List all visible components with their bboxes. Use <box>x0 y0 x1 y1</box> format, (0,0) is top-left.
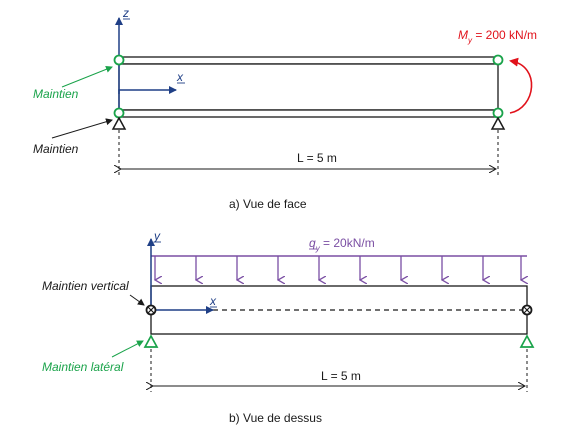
front-caption: a) Vue de face <box>229 197 307 211</box>
top-label-maintien-lateral: Maintien latéral <box>42 360 124 374</box>
front-restraint-top-right <box>492 54 504 66</box>
top-x-label: x <box>209 294 217 308</box>
top-vertical-restraint-right <box>521 304 533 316</box>
front-support-right <box>490 116 506 130</box>
front-label-maintien-top: Maintien <box>33 87 79 101</box>
front-moment-label: My = 200 kN/m <box>458 28 537 45</box>
front-restraint-top-left <box>113 54 125 66</box>
front-restraint-bottom-right <box>492 107 504 119</box>
front-support-left <box>111 116 127 130</box>
front-moment-arrow <box>509 57 533 114</box>
front-x-label: x <box>176 70 184 84</box>
top-length-label: L = 5 m <box>321 369 361 383</box>
front-x-axis <box>118 86 177 94</box>
load-arrows <box>155 256 521 280</box>
front-leader-top <box>61 65 113 88</box>
front-z-label: z <box>122 6 129 20</box>
top-lateral-support-left <box>143 334 159 348</box>
front-restraint-bottom-left <box>113 107 125 119</box>
top-leader-lateral <box>111 340 144 358</box>
top-label-maintien-vertical: Maintien vertical <box>42 279 129 293</box>
top-lateral-support-right <box>519 334 535 348</box>
front-top-flange <box>118 56 499 65</box>
top-vertical-restraint-left <box>145 304 157 316</box>
front-leader-bottom <box>51 118 113 139</box>
top-leader-vertical <box>129 294 145 306</box>
front-label-maintien-bottom: Maintien <box>33 142 79 156</box>
front-web <box>118 63 499 111</box>
top-y-label: y <box>153 229 161 243</box>
load-label: qy = 20kN/m <box>309 236 375 253</box>
top-view: qy = 20kN/m y x Maintien vertical <box>42 229 535 425</box>
top-caption: b) Vue de dessus <box>229 411 322 425</box>
front-length-label: L = 5 m <box>297 151 337 165</box>
front-view: z x Maintien Maintien My = 200 kN/m L = … <box>33 6 537 211</box>
front-bottom-flange <box>118 109 499 118</box>
